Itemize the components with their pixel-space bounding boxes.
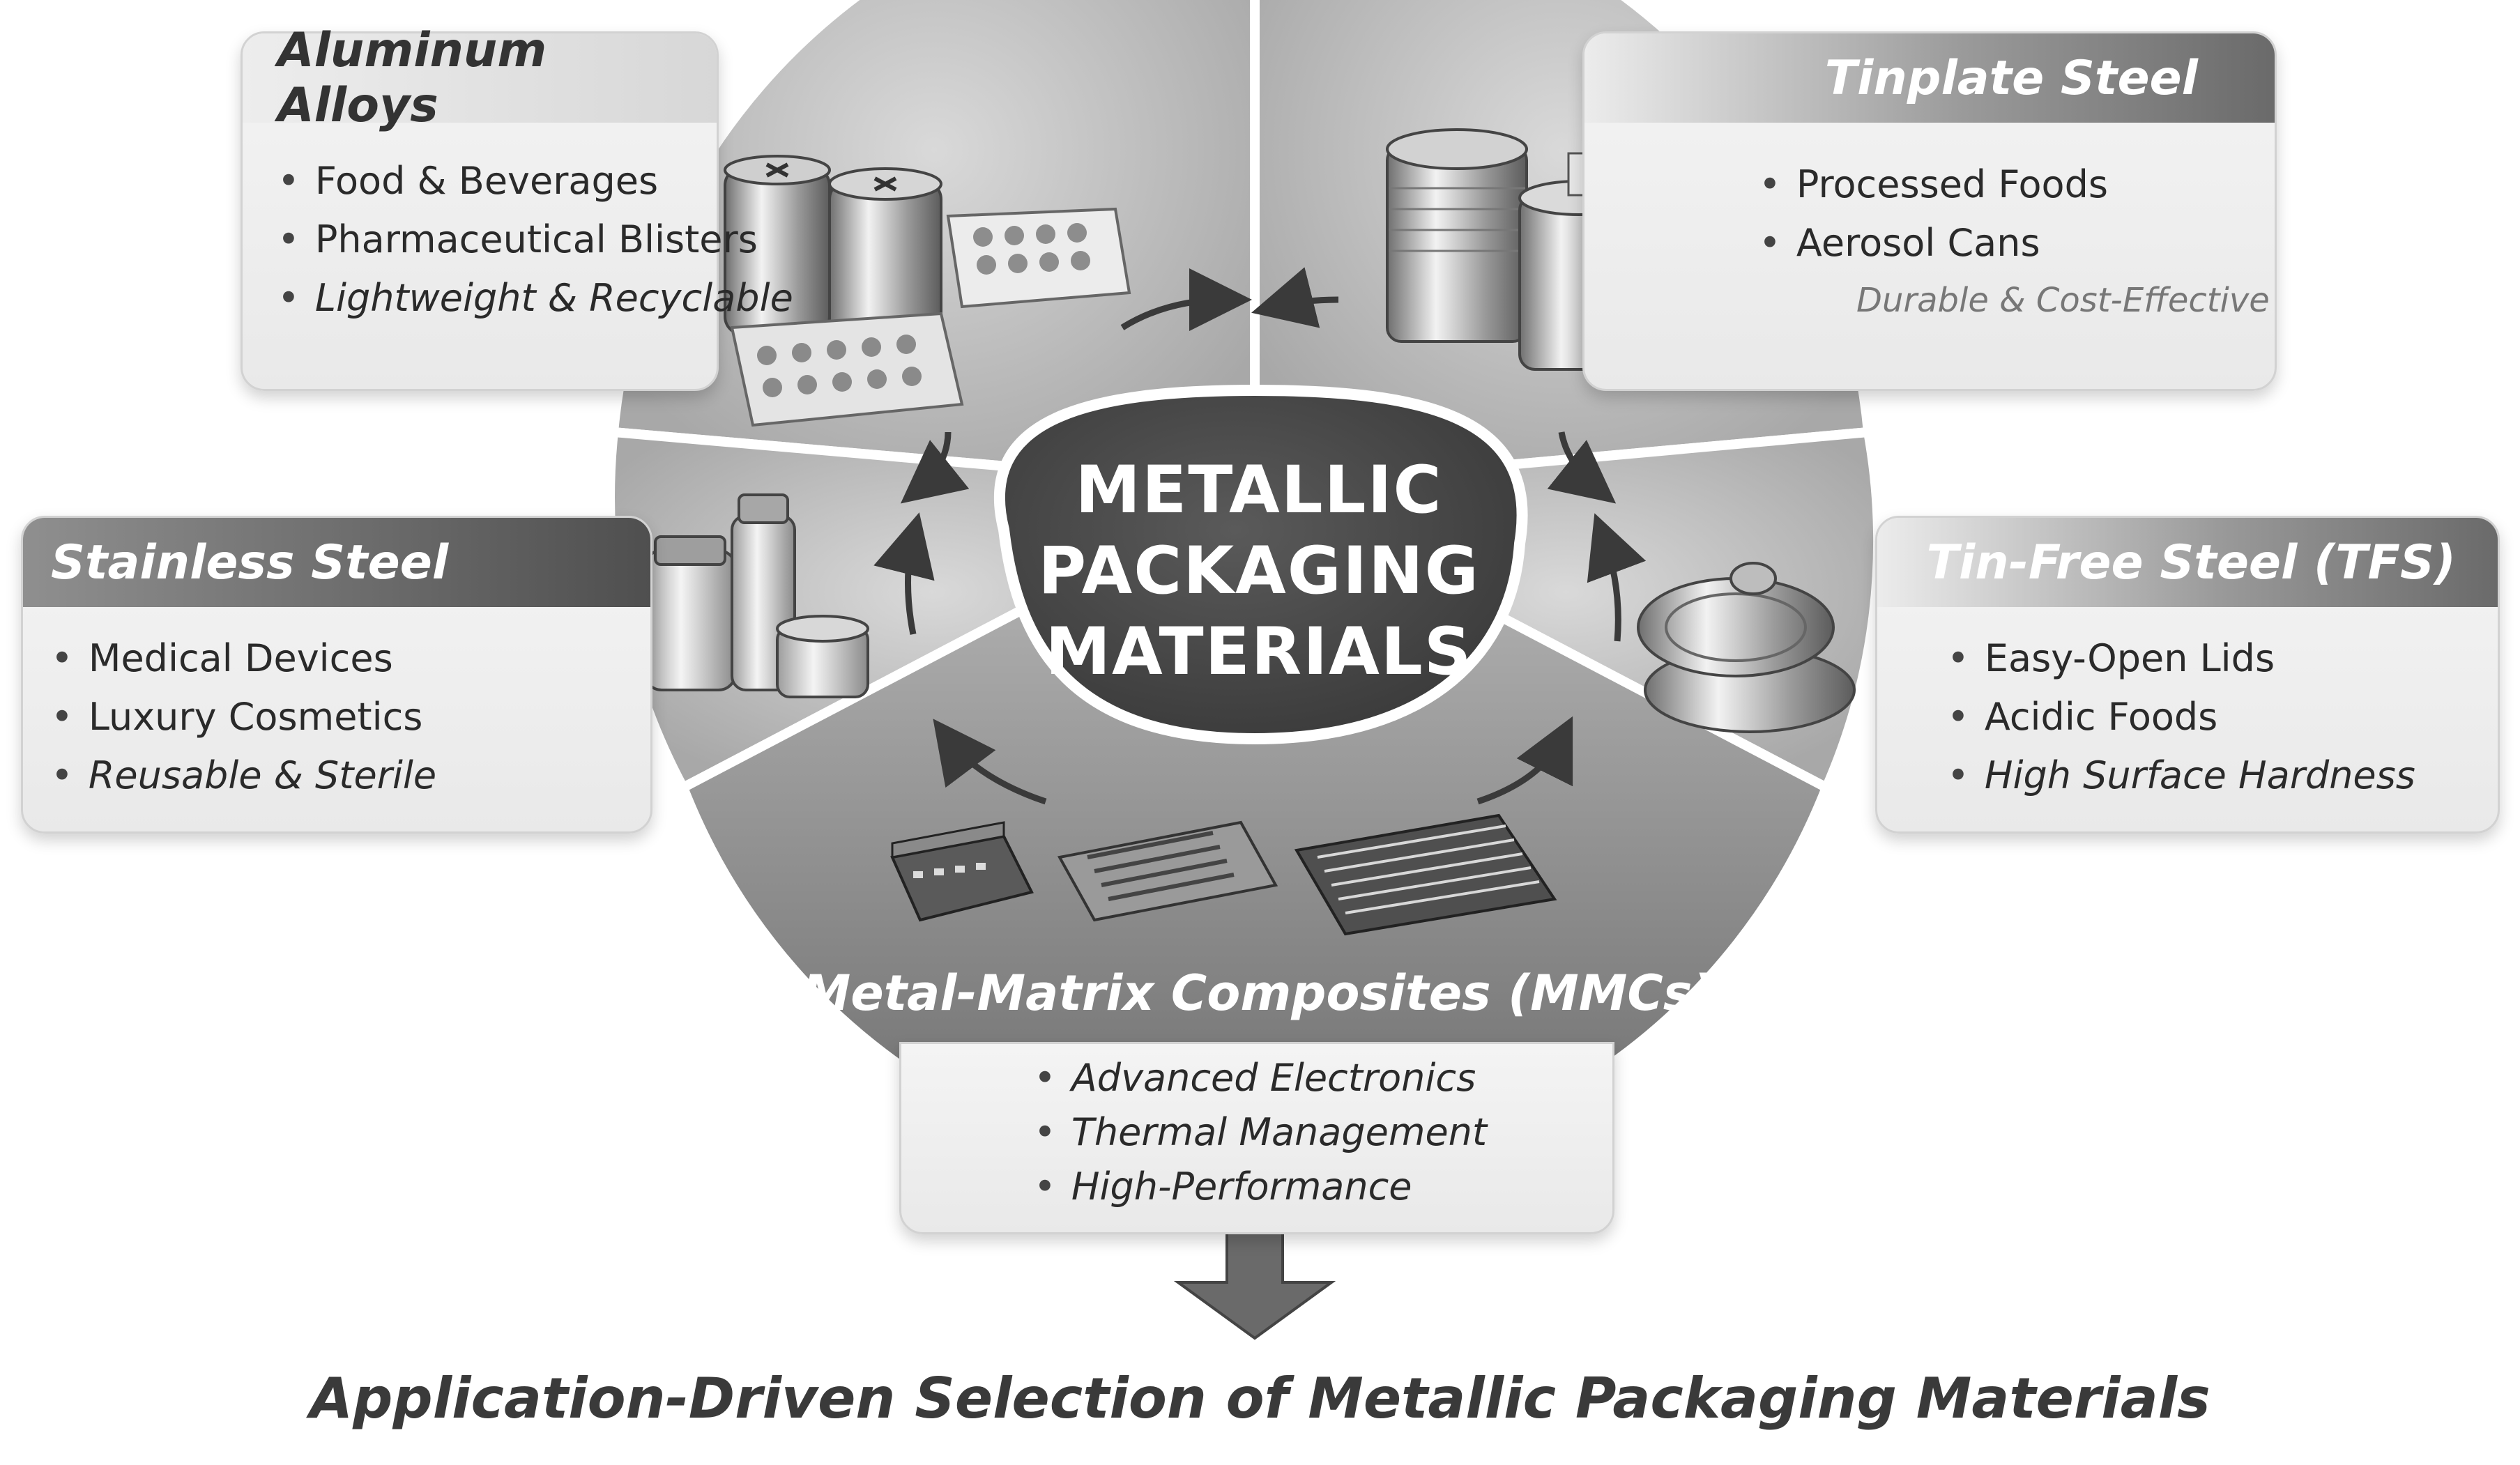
tinplate-header: Tinplate Steel [1584, 33, 2275, 123]
mmc-title: Metal-Matrix Composites (MMCs) [802, 965, 1715, 1022]
stainless-title: Stainless Steel [51, 535, 449, 590]
arrow-tinplate-down [1547, 431, 1617, 504]
jar-icon [776, 615, 869, 698]
list-item: Acidic Foods [1947, 688, 2415, 746]
down-arrow-icon [1173, 1225, 1336, 1340]
stainless-panel: Stainless Steel Medical Devices Luxury C… [21, 516, 652, 834]
easy-open-lid-icon [1637, 562, 1856, 733]
tinplate-panel: Tinplate Steel Processed Foods Aerosol C… [1582, 31, 2277, 391]
list-item: Processed Foods [1759, 155, 2108, 214]
aluminum-list: Food & Beverages Pharmaceutical Blisters… [277, 152, 793, 328]
footer-title: Application-Driven Selection of Metallic… [310, 1366, 2210, 1431]
aluminum-header: Aluminum Alloys [243, 23, 717, 133]
list-item: Food & Beverages [277, 152, 793, 210]
food-can-icon [1386, 128, 1528, 343]
circuit-module-icon [890, 821, 1034, 922]
arrow-tfs-up [1587, 513, 1647, 642]
aluminum-title: Aluminum Alloys [277, 23, 547, 133]
hub-line-2: PACKAGING [1038, 533, 1480, 609]
hub-title: METALLIC PACKAGING MATERIALS [973, 432, 1545, 711]
arrow-mmc-left [933, 719, 1047, 805]
arrow-mmc-right [1476, 716, 1573, 805]
list-item: Pharmaceutical Blisters [277, 210, 793, 269]
tfs-panel: Tin-Free Steel (TFS) Easy-Open Lids Acid… [1875, 516, 2500, 834]
arrow-aluminum-to-tinplate [1120, 268, 1252, 332]
heat-sink-icon [1294, 813, 1557, 936]
hub-shape [994, 384, 1528, 745]
arrow-stainless-up [873, 512, 935, 635]
hub-line-3: MATERIALS [1045, 614, 1473, 690]
stainless-header: Stainless Steel [23, 518, 650, 607]
vial-icon [643, 535, 737, 691]
list-item: Medical Devices [51, 629, 436, 688]
flow-arrows [873, 267, 1647, 805]
blister-pack-icon [946, 207, 1131, 309]
heat-sink-icon [1057, 820, 1278, 922]
tinplate-title: Tinplate Steel [1824, 50, 2198, 106]
tfs-header: Tin-Free Steel (TFS) [1877, 518, 2498, 607]
list-item: High-Performance [1034, 1160, 1487, 1214]
stainless-list: Medical Devices Luxury Cosmetics Reusabl… [51, 629, 436, 805]
tfs-title: Tin-Free Steel (TFS) [1926, 535, 2456, 590]
aluminum-panel: Aluminum Alloys Food & Beverages Pharmac… [240, 23, 793, 391]
mmc-panel: Advanced Electronics Thermal Management … [899, 1042, 1614, 1234]
arrow-aluminum-down [900, 431, 970, 504]
beverage-can-icon [828, 167, 942, 350]
tfs-list: Easy-Open Lids Acidic Foods High Surface… [1947, 629, 2415, 805]
list-item: High Surface Hardness [1947, 746, 2415, 805]
list-item: Aerosol Cans [1759, 214, 2108, 273]
list-item: Easy-Open Lids [1947, 629, 2415, 688]
arrow-tinplate-to-center [1251, 267, 1339, 328]
list-item: Thermal Management [1034, 1105, 1487, 1160]
list-item: Luxury Cosmetics [51, 688, 436, 746]
mmc-icons [890, 813, 1557, 936]
mmc-list: Advanced Electronics Thermal Management … [1034, 1051, 1487, 1214]
blister-pack-icon [730, 312, 964, 427]
list-item: Reusable & Sterile [51, 746, 436, 805]
list-item: Advanced Electronics [1034, 1051, 1487, 1105]
hub-line-1: METALLIC [1075, 452, 1443, 528]
tinplate-list: Processed Foods Aerosol Cans [1759, 155, 2108, 273]
list-item: Lightweight & Recyclable [277, 269, 793, 328]
tinplate-note: Durable & Cost-Effective [1856, 281, 2270, 320]
